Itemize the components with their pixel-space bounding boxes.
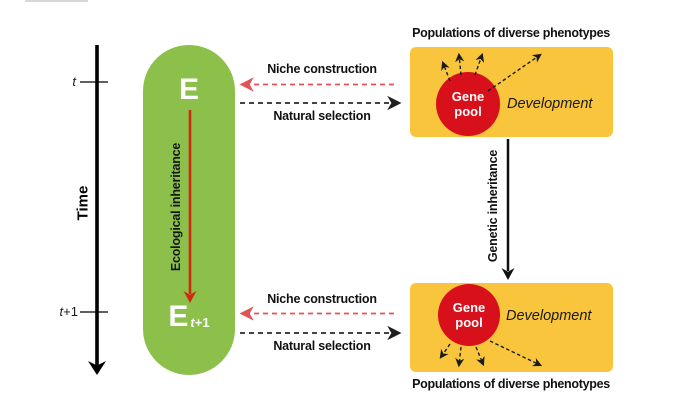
environment-state-t1-base: E: [168, 300, 189, 333]
ecological-inheritance-label: Ecological inheritance: [169, 142, 183, 272]
tick-label-t-plus-1: t+1: [59, 304, 78, 319]
environment-state-t1-subscript: t+1: [190, 315, 210, 330]
genetic-inheritance-label: Genetic inheritance: [486, 149, 500, 263]
niche-construction-label-top: Niche construction: [267, 62, 377, 76]
time-axis-label: Time: [74, 185, 92, 221]
natural-selection-label-bottom: Natural selection: [273, 339, 371, 353]
tick-label-t: t: [72, 74, 76, 89]
environment-state-t: E: [178, 73, 199, 106]
development-label-top: Development: [507, 96, 593, 112]
population-caption-top: Populations of diverse phenotypes: [412, 26, 610, 40]
development-label-bottom: Development: [506, 308, 592, 324]
population-caption-bottom: Populations of diverse phenotypes: [412, 377, 610, 391]
top-edge-artifact: [25, 0, 88, 2]
genetic-inheritance-arrowhead: [501, 268, 515, 280]
genetic-inheritance-arrow: [501, 139, 515, 280]
natural-selection-label-top: Natural selection: [273, 109, 371, 123]
niche-construction-label-bottom: Niche construction: [267, 292, 377, 306]
time-axis-arrowhead: [88, 361, 106, 375]
